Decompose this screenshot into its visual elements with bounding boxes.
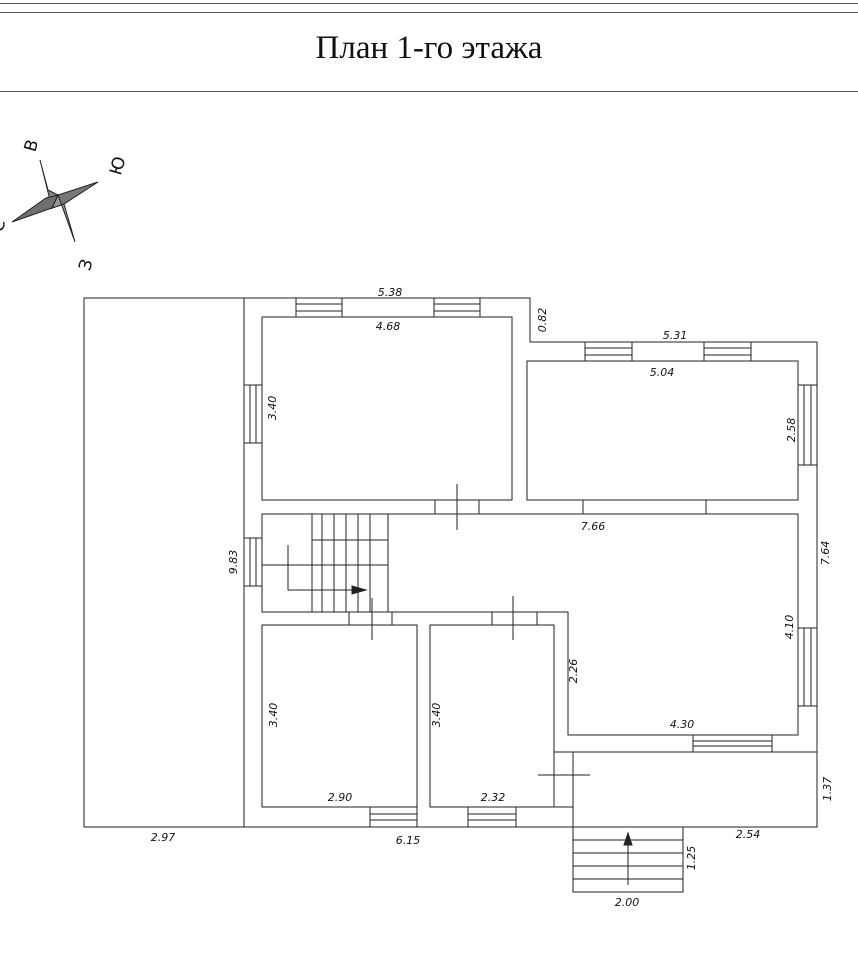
inner-stairs [311,513,389,613]
window [584,341,633,362]
dim-hall-bottom-width: 4.30 [670,718,695,731]
title-bar: План 1-го этажа [0,0,858,92]
room-3 [261,624,418,808]
dim-top-width: 5.38 [378,286,403,299]
window [467,806,517,828]
dim-porch-depth: 1.37 [821,777,834,802]
door [538,751,590,808]
top-rule [0,3,858,4]
windows [243,297,818,828]
dim-stairs-length: 1.25 [685,846,698,871]
window [243,384,263,444]
doors [348,484,707,808]
door [582,499,707,515]
dim-overall-depth: 9.83 [227,550,240,575]
window [797,384,818,466]
top-rule-inner [0,12,858,13]
dim-hall-depth: 4.10 [783,615,796,640]
compass-rose: В Ю З С [0,137,130,273]
compass-point-west [11,194,59,223]
room-2 [526,360,799,501]
window [243,537,263,587]
door [434,484,480,530]
window [295,297,343,318]
dim-room2-width: 5.04 [650,366,675,379]
dim-right-depth: 7.64 [819,541,832,566]
dim-bottom-width: 6.15 [396,834,421,847]
walls [83,297,818,893]
door [491,596,538,640]
entry-stairs [572,826,684,893]
dim-room4-depth: 3.40 [430,703,443,728]
dim-room1-depth: 3.40 [266,396,279,421]
compass-label-south: Ю [106,154,130,177]
dim-porch-width: 2.54 [736,828,761,841]
window [692,734,773,753]
page-title: План 1-го этажа [315,30,543,66]
hall [261,513,799,736]
dim-hall-width: 7.66 [581,520,606,533]
compass-label-west: З [75,257,97,273]
porch [572,751,818,828]
window [703,341,752,362]
window [433,297,481,318]
window [797,627,818,707]
window [369,806,418,828]
bottom-rule [0,91,858,92]
dim-room1-width: 4.68 [376,320,401,333]
room-4 [429,624,555,808]
dim-room4-width: 2.32 [481,791,506,804]
dim-room2-depth: 2.58 [785,418,798,443]
compass-label-north: С [0,217,10,234]
dim-terrace-width: 2.97 [151,831,176,844]
dim-stairs-width: 2.00 [615,896,640,909]
dim-room3-width: 2.90 [328,791,353,804]
dim-corridor-depth: 2.26 [567,659,580,684]
dimension-labels: 5.38 4.68 3.40 0.82 5.31 5.04 2.58 7.66 … [151,286,834,909]
dim-step-height: 0.82 [536,308,549,333]
door [348,598,393,640]
dim-right-top-width: 5.31 [663,329,688,342]
outer-wall [83,297,818,828]
room-1 [261,316,513,501]
dim-room3-depth: 3.40 [267,703,280,728]
compass-label-east: В [21,137,43,154]
